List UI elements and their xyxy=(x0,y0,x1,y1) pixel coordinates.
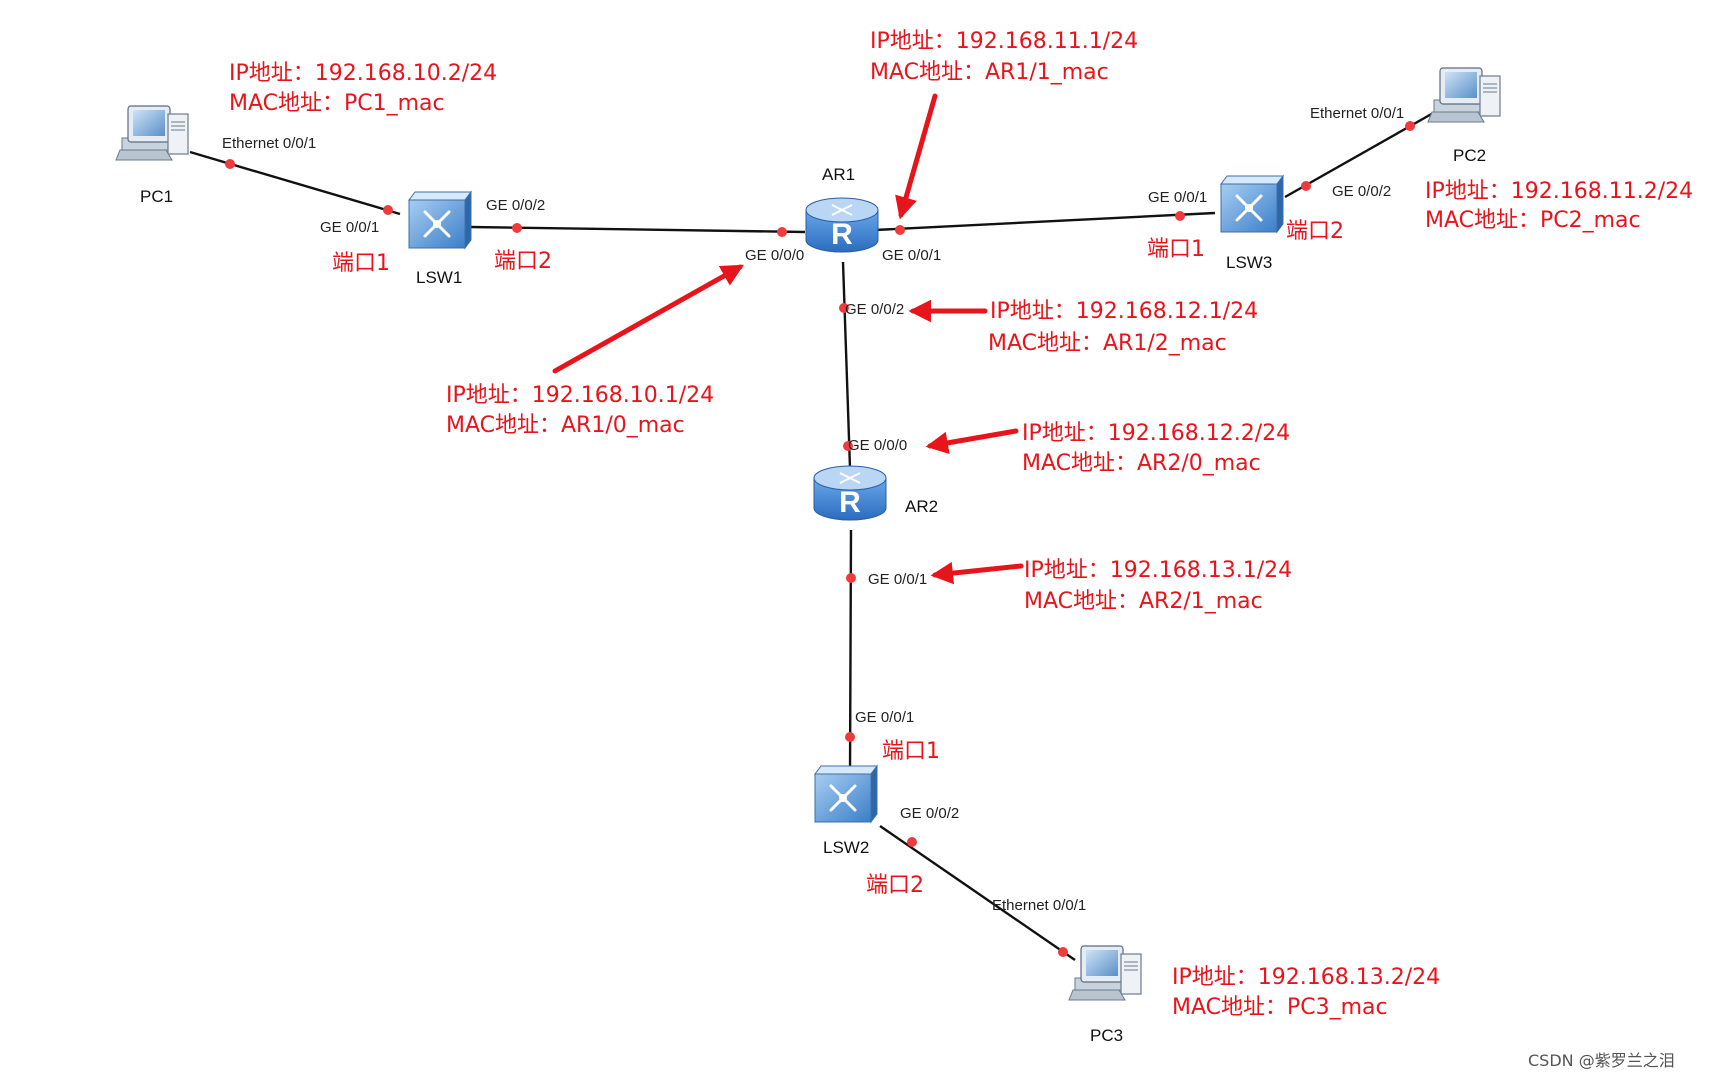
layer3-switch-icon xyxy=(1219,174,1285,234)
switch-port-label: 端口1 xyxy=(332,251,390,276)
layer3-switch-icon xyxy=(813,764,879,824)
port-label: GE 0/0/1 xyxy=(855,709,914,726)
router-icon xyxy=(805,197,879,253)
lsw3-label: LSW3 xyxy=(1226,253,1272,272)
port-dot xyxy=(777,227,787,237)
port-label: GE 0/0/1 xyxy=(868,571,927,588)
port-dot xyxy=(846,573,856,583)
switch-port-annotations: 端口1 端口2 端口1 端口2 端口1 端口2 xyxy=(332,219,1344,898)
ar1-ge2-ip-label: IP地址：192.168.12.1/24 xyxy=(990,299,1258,324)
port-dot xyxy=(895,225,905,235)
port-label: Ethernet 0/0/1 xyxy=(992,897,1086,914)
port-label: Ethernet 0/0/1 xyxy=(222,135,316,152)
port-label: GE 0/0/1 xyxy=(1148,189,1207,206)
pc2-ip-label: IP地址：192.168.11.2/24 xyxy=(1425,179,1693,204)
desktop-pc-icon xyxy=(1427,67,1501,123)
port-dot xyxy=(1405,121,1415,131)
port-dot xyxy=(1058,947,1068,957)
port-dot xyxy=(907,837,917,847)
port-label: GE 0/0/2 xyxy=(1332,183,1391,200)
lsw2-label: LSW2 xyxy=(823,838,869,857)
link-ar1-ar2 xyxy=(841,261,852,469)
ar1-ge1-mac-label: MAC地址：AR1/1_mac xyxy=(870,60,1109,85)
pc1-mac-label: MAC地址：PC1_mac xyxy=(229,91,445,116)
arrow-ar2-ge0 xyxy=(925,428,1019,454)
link-lsw2-pc3 xyxy=(879,825,1076,961)
desktop-pc-icon xyxy=(115,105,189,161)
switch-port-label: 端口1 xyxy=(882,739,940,764)
ar1-ge1-ip-label: IP地址：192.168.11.1/24 xyxy=(870,29,1138,54)
port-dot xyxy=(845,732,855,742)
pc3-label: PC3 xyxy=(1090,1026,1123,1045)
pc2-mac-label: MAC地址：PC2_mac xyxy=(1425,208,1641,233)
pc2-device[interactable] xyxy=(1427,67,1501,123)
pc3-mac-label: MAC地址：PC3_mac xyxy=(1172,995,1388,1020)
port-labels: Ethernet 0/0/1 GE 0/0/1 GE 0/0/2 GE 0/0/… xyxy=(222,105,1404,914)
switch-port-label: 端口2 xyxy=(494,249,552,274)
port-dot xyxy=(1301,181,1311,191)
pc1-ip-label: IP地址：192.168.10.2/24 xyxy=(229,61,497,86)
port-dots xyxy=(225,121,1415,957)
port-label: GE 0/0/0 xyxy=(848,437,907,454)
ar1-device[interactable] xyxy=(805,197,879,253)
port-dot xyxy=(839,303,849,313)
link-pc1-lsw1 xyxy=(189,150,401,216)
link-lsw1-ar1 xyxy=(469,225,806,234)
ar2-ge0-mac-label: MAC地址：AR2/0_mac xyxy=(1022,451,1261,476)
port-label: GE 0/0/2 xyxy=(486,197,545,214)
port-label: GE 0/0/0 xyxy=(745,247,804,264)
port-dot xyxy=(843,441,853,451)
link-ar1-lsw3 xyxy=(874,211,1216,232)
ar2-ge1-ip-label: IP地址：192.168.13.1/24 xyxy=(1024,558,1292,583)
port-label: GE 0/0/2 xyxy=(900,805,959,822)
ar2-ge0-ip-label: IP地址：192.168.12.2/24 xyxy=(1022,421,1290,446)
lsw2-device[interactable] xyxy=(813,764,879,824)
switch-port-label: 端口2 xyxy=(866,873,924,898)
port-dot xyxy=(383,205,393,215)
port-label: GE 0/0/1 xyxy=(882,247,941,264)
links xyxy=(189,110,1436,961)
port-label: GE 0/0/2 xyxy=(845,301,904,318)
pc1-device[interactable] xyxy=(115,105,189,161)
ar2-label: AR2 xyxy=(905,497,938,516)
port-dot xyxy=(225,159,235,169)
lsw1-label: LSW1 xyxy=(416,268,462,287)
lsw1-device[interactable] xyxy=(407,190,473,250)
switch-port-label: 端口1 xyxy=(1147,237,1205,262)
port-label: Ethernet 0/0/1 xyxy=(1310,105,1404,122)
pc3-device[interactable] xyxy=(1068,945,1142,1001)
ar2-device[interactable] xyxy=(813,465,887,521)
port-label: GE 0/0/1 xyxy=(320,219,379,236)
router-icon xyxy=(813,465,887,521)
ar1-ge2-mac-label: MAC地址：AR1/2_mac xyxy=(988,331,1227,356)
arrow-ar2-ge1 xyxy=(930,561,1024,585)
pc1-label: PC1 xyxy=(140,187,173,206)
annotation-arrows xyxy=(552,93,1024,585)
arrow-ar1-ge0 xyxy=(552,264,744,374)
port-dot xyxy=(512,223,522,233)
switch-port-label: 端口2 xyxy=(1286,219,1344,244)
desktop-pc-icon xyxy=(1068,945,1142,1001)
lsw3-device[interactable] xyxy=(1219,174,1285,234)
arrow-ar1-ge1 xyxy=(895,93,938,220)
ar1-label: AR1 xyxy=(822,165,855,184)
ar1-ge0-mac-label: MAC地址：AR1/0_mac xyxy=(446,413,685,438)
ar1-ge0-ip-label: IP地址：192.168.10.1/24 xyxy=(446,383,714,408)
watermark: CSDN @紫罗兰之泪 xyxy=(1528,1051,1675,1070)
address-annotations: IP地址：192.168.10.2/24 MAC地址：PC1_mac IP地址：… xyxy=(229,29,1693,1020)
ar2-ge1-mac-label: MAC地址：AR2/1_mac xyxy=(1024,589,1263,614)
pc2-label: PC2 xyxy=(1453,146,1486,165)
layer3-switch-icon xyxy=(407,190,473,250)
port-dot xyxy=(1175,211,1185,221)
pc3-ip-label: IP地址：192.168.13.2/24 xyxy=(1172,965,1440,990)
